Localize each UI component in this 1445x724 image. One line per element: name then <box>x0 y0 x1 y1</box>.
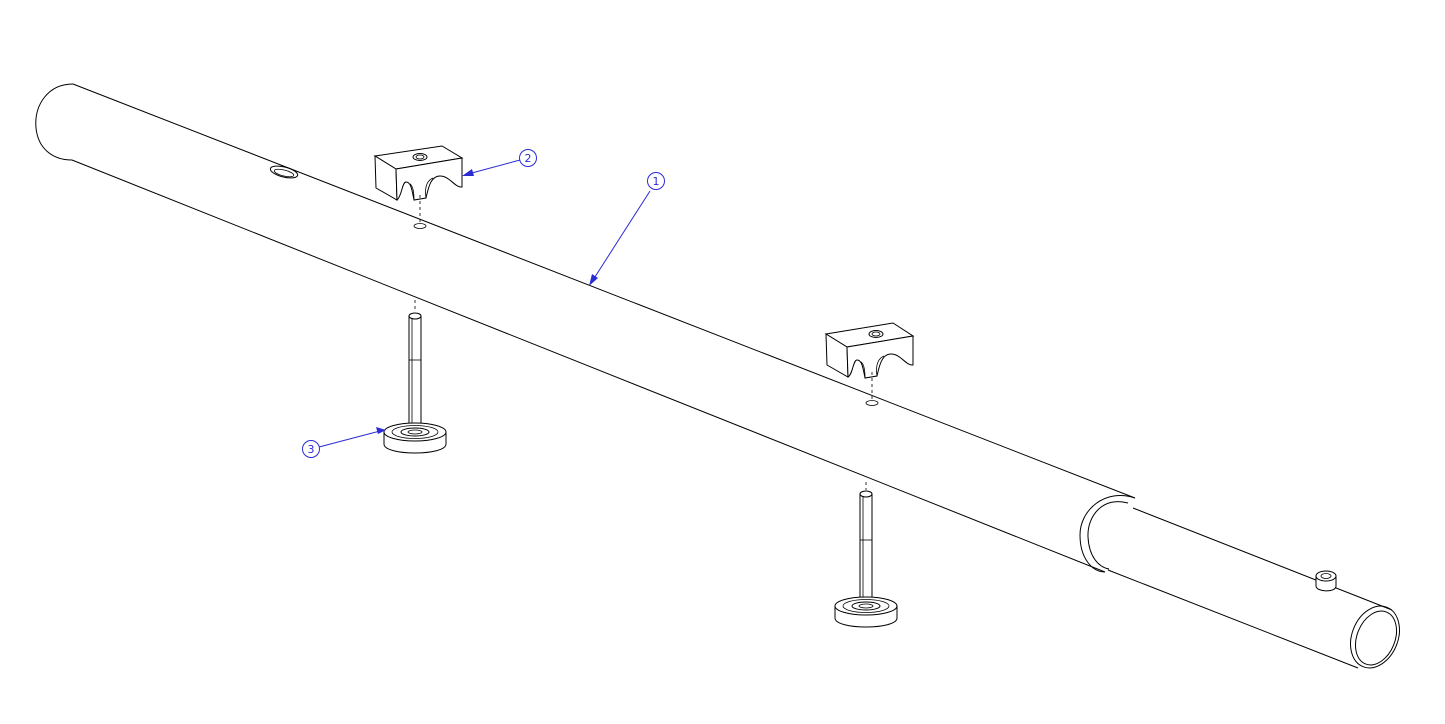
balloon-3-label: 3 <box>308 443 315 456</box>
clamp-block-1 <box>373 145 464 222</box>
leader-line-2 <box>467 159 521 175</box>
balloon-2-label: 2 <box>525 152 532 165</box>
tube-hole-left-inner <box>273 168 295 178</box>
leader-arrow-2 <box>462 169 474 176</box>
inner-tube-end-outer <box>1350 605 1400 669</box>
balloon-1 <box>647 172 665 190</box>
leader-arrow-1 <box>589 274 598 286</box>
balloon-1-label: 1 <box>653 175 660 188</box>
main-tube <box>35 83 1136 573</box>
sleeve-ring-inner <box>1087 501 1129 570</box>
leader-line-3 <box>318 430 381 448</box>
balloon-3 <box>302 440 320 458</box>
inner-tube-end-inner <box>1354 610 1398 666</box>
roller-bolt-1 <box>383 300 447 454</box>
tube-left-end <box>35 83 74 161</box>
clamp-block-2 <box>824 322 915 400</box>
sleeve-ring-outer <box>1079 495 1136 573</box>
tube-bottom-edge <box>71 159 1106 573</box>
tube-hole-left <box>269 165 299 179</box>
inner-tube-top-edge <box>1132 507 1393 611</box>
tube-hole-clamp2 <box>865 400 879 406</box>
roller-bolt-2 <box>834 482 898 628</box>
tube-hole-clamp1 <box>413 223 427 229</box>
balloon-2 <box>519 149 537 167</box>
leader-line-1 <box>592 190 651 281</box>
inner-tube-bottom-edge <box>1107 569 1359 669</box>
tube-top-edge <box>72 83 1136 499</box>
leader-arrow-3 <box>376 427 386 434</box>
callout-3: 3 <box>302 427 386 458</box>
inner-tube <box>1107 507 1400 669</box>
callout-1: 1 <box>589 172 665 286</box>
callout-2: 2 <box>462 149 537 176</box>
locking-pin <box>1315 570 1337 592</box>
